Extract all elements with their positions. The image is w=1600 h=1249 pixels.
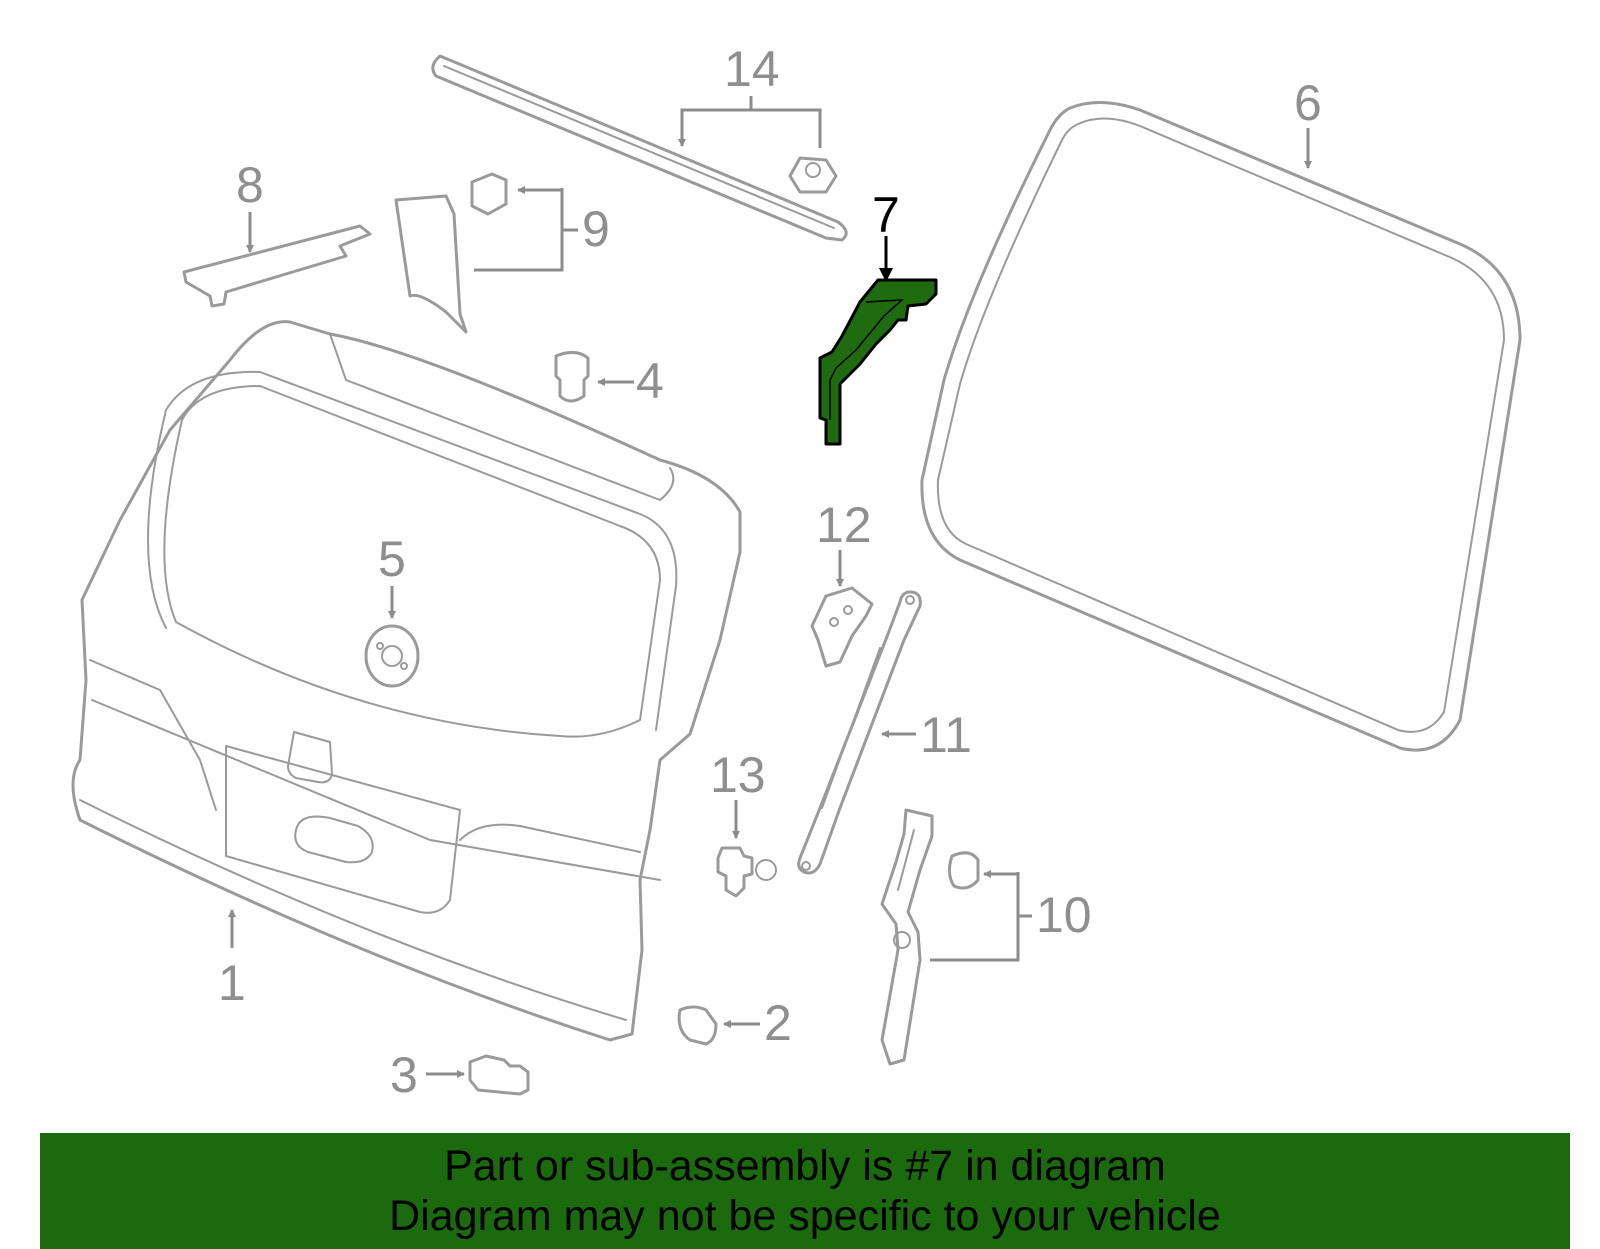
part-9-clip[interactable] bbox=[470, 172, 508, 216]
part-5-seal[interactable] bbox=[364, 624, 420, 688]
part-11-strut[interactable] bbox=[797, 590, 922, 875]
leader-lines bbox=[228, 96, 1312, 1078]
part-13-clip[interactable] bbox=[716, 846, 777, 898]
part-4-bumper[interactable] bbox=[554, 351, 590, 403]
callout-10[interactable]: 10 bbox=[1036, 887, 1092, 943]
callout-8[interactable]: 8 bbox=[236, 157, 264, 213]
callout-6[interactable]: 6 bbox=[1294, 75, 1322, 131]
part-14-nut[interactable] bbox=[788, 156, 838, 194]
info-banner: Part or sub-assembly is #7 in diagram Di… bbox=[40, 1133, 1570, 1249]
callout-12[interactable]: 12 bbox=[816, 497, 872, 553]
callout-11[interactable]: 11 bbox=[920, 707, 972, 763]
callout-9[interactable]: 9 bbox=[582, 201, 610, 257]
part-7-bracket[interactable] bbox=[818, 278, 938, 446]
part-6-weatherstrip[interactable] bbox=[920, 100, 1522, 752]
part-8-garnish[interactable] bbox=[182, 224, 372, 308]
callout-14[interactable]: 14 bbox=[724, 41, 780, 97]
part-3-switch[interactable] bbox=[468, 1054, 530, 1096]
callout-13[interactable]: 13 bbox=[710, 747, 766, 803]
callout-4[interactable]: 4 bbox=[636, 353, 664, 409]
callout-2[interactable]: 2 bbox=[764, 995, 792, 1051]
callout-1[interactable]: 1 bbox=[218, 955, 246, 1011]
part-10-bumper[interactable] bbox=[947, 851, 980, 890]
part-12-bracket[interactable] bbox=[810, 586, 874, 668]
callout-3[interactable]: 3 bbox=[390, 1047, 418, 1103]
leader-7 bbox=[879, 236, 893, 282]
callout-5[interactable]: 5 bbox=[378, 531, 406, 587]
part-2-plug[interactable] bbox=[677, 1005, 718, 1046]
banner-line-part: Part or sub-assembly is #7 in diagram bbox=[444, 1142, 1166, 1190]
callout-labels: 14 8 9 4 5 6 7 12 11 13 10 1 2 3 bbox=[218, 41, 1322, 1103]
part-14-molding[interactable] bbox=[431, 54, 848, 242]
part-9-trim[interactable] bbox=[394, 194, 468, 334]
part-10-hinge[interactable] bbox=[880, 808, 934, 1066]
banner-line-disclaimer: Diagram may not be specific to your vehi… bbox=[389, 1192, 1221, 1240]
callout-7[interactable]: 7 bbox=[872, 187, 900, 243]
part-1-tailgate[interactable] bbox=[71, 320, 742, 1042]
